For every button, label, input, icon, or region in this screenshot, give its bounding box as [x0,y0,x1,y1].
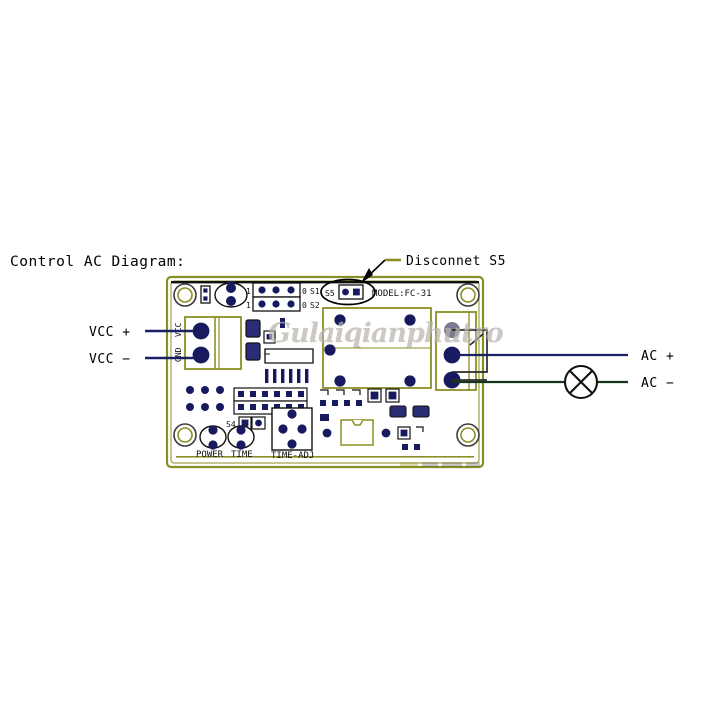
jumper-s1-label: S1 [310,287,320,296]
mounting-hole-top-left [173,283,197,307]
jumper-s1-right-digit: 0 [302,287,307,296]
terminal-pad-gnd [192,346,210,364]
mounting-hole-top-right [456,283,480,307]
via-grid-left [186,386,224,411]
label-ac-plus: AC + [641,349,674,364]
label-ac-minus: AC − [641,376,674,391]
s5-highlight-ellipse [320,278,376,306]
label-vcc-minus: VCC − [89,352,131,367]
jumper-s2-label: S2 [310,301,320,310]
label-disconnect-s5: Disconnet S5 [406,254,506,269]
jumper-block-s1-s2[interactable] [252,282,301,312]
label-vcc-plus: VCC + [89,325,131,340]
jumper-s2-right-digit: 0 [302,301,307,310]
button-power-label: POWER [196,450,224,460]
jumper-s5[interactable] [338,284,364,300]
jumper-s2-left-digit: 1 [246,301,251,310]
disconnect-s5-leader [360,258,401,284]
time-adj-header[interactable] [271,407,313,451]
page-title: Control AC Diagram: [10,254,185,270]
jumper-s5-label: S5 [325,289,335,298]
jumper-s4[interactable] [238,416,266,430]
relay-output-terminal[interactable] [435,311,477,391]
mounting-hole-bottom-left [173,423,197,447]
terminal-gnd-label: GND [174,347,183,362]
relay-contact-symbol [452,329,488,381]
terminal-vcc-label: VCC [174,322,183,337]
board-model-label: MODEL:FC-31 [372,289,432,299]
top-left-components [200,281,248,308]
jumper-s4-label: S4 [226,420,236,429]
mounting-hole-bottom-right [456,423,480,447]
jumper-s1-left-digit: 1 [246,287,251,296]
watermark-text: Gulaiqianphutro [268,318,504,349]
mounting-holes [173,283,480,447]
lamp-load-symbol [563,364,599,400]
button-time[interactable] [227,425,255,450]
terminal-pad-vcc [192,322,210,340]
button-time-label: TIME [231,450,253,460]
power-terminal-block[interactable] [184,316,242,370]
relay-body [322,307,432,389]
left-components [245,318,314,383]
faint-bottom-text [400,462,480,467]
dip-header-block[interactable] [233,387,308,415]
time-adj-label: TIME-ADJ [271,451,314,461]
smd-cluster [320,388,430,450]
button-power[interactable] [199,425,227,450]
